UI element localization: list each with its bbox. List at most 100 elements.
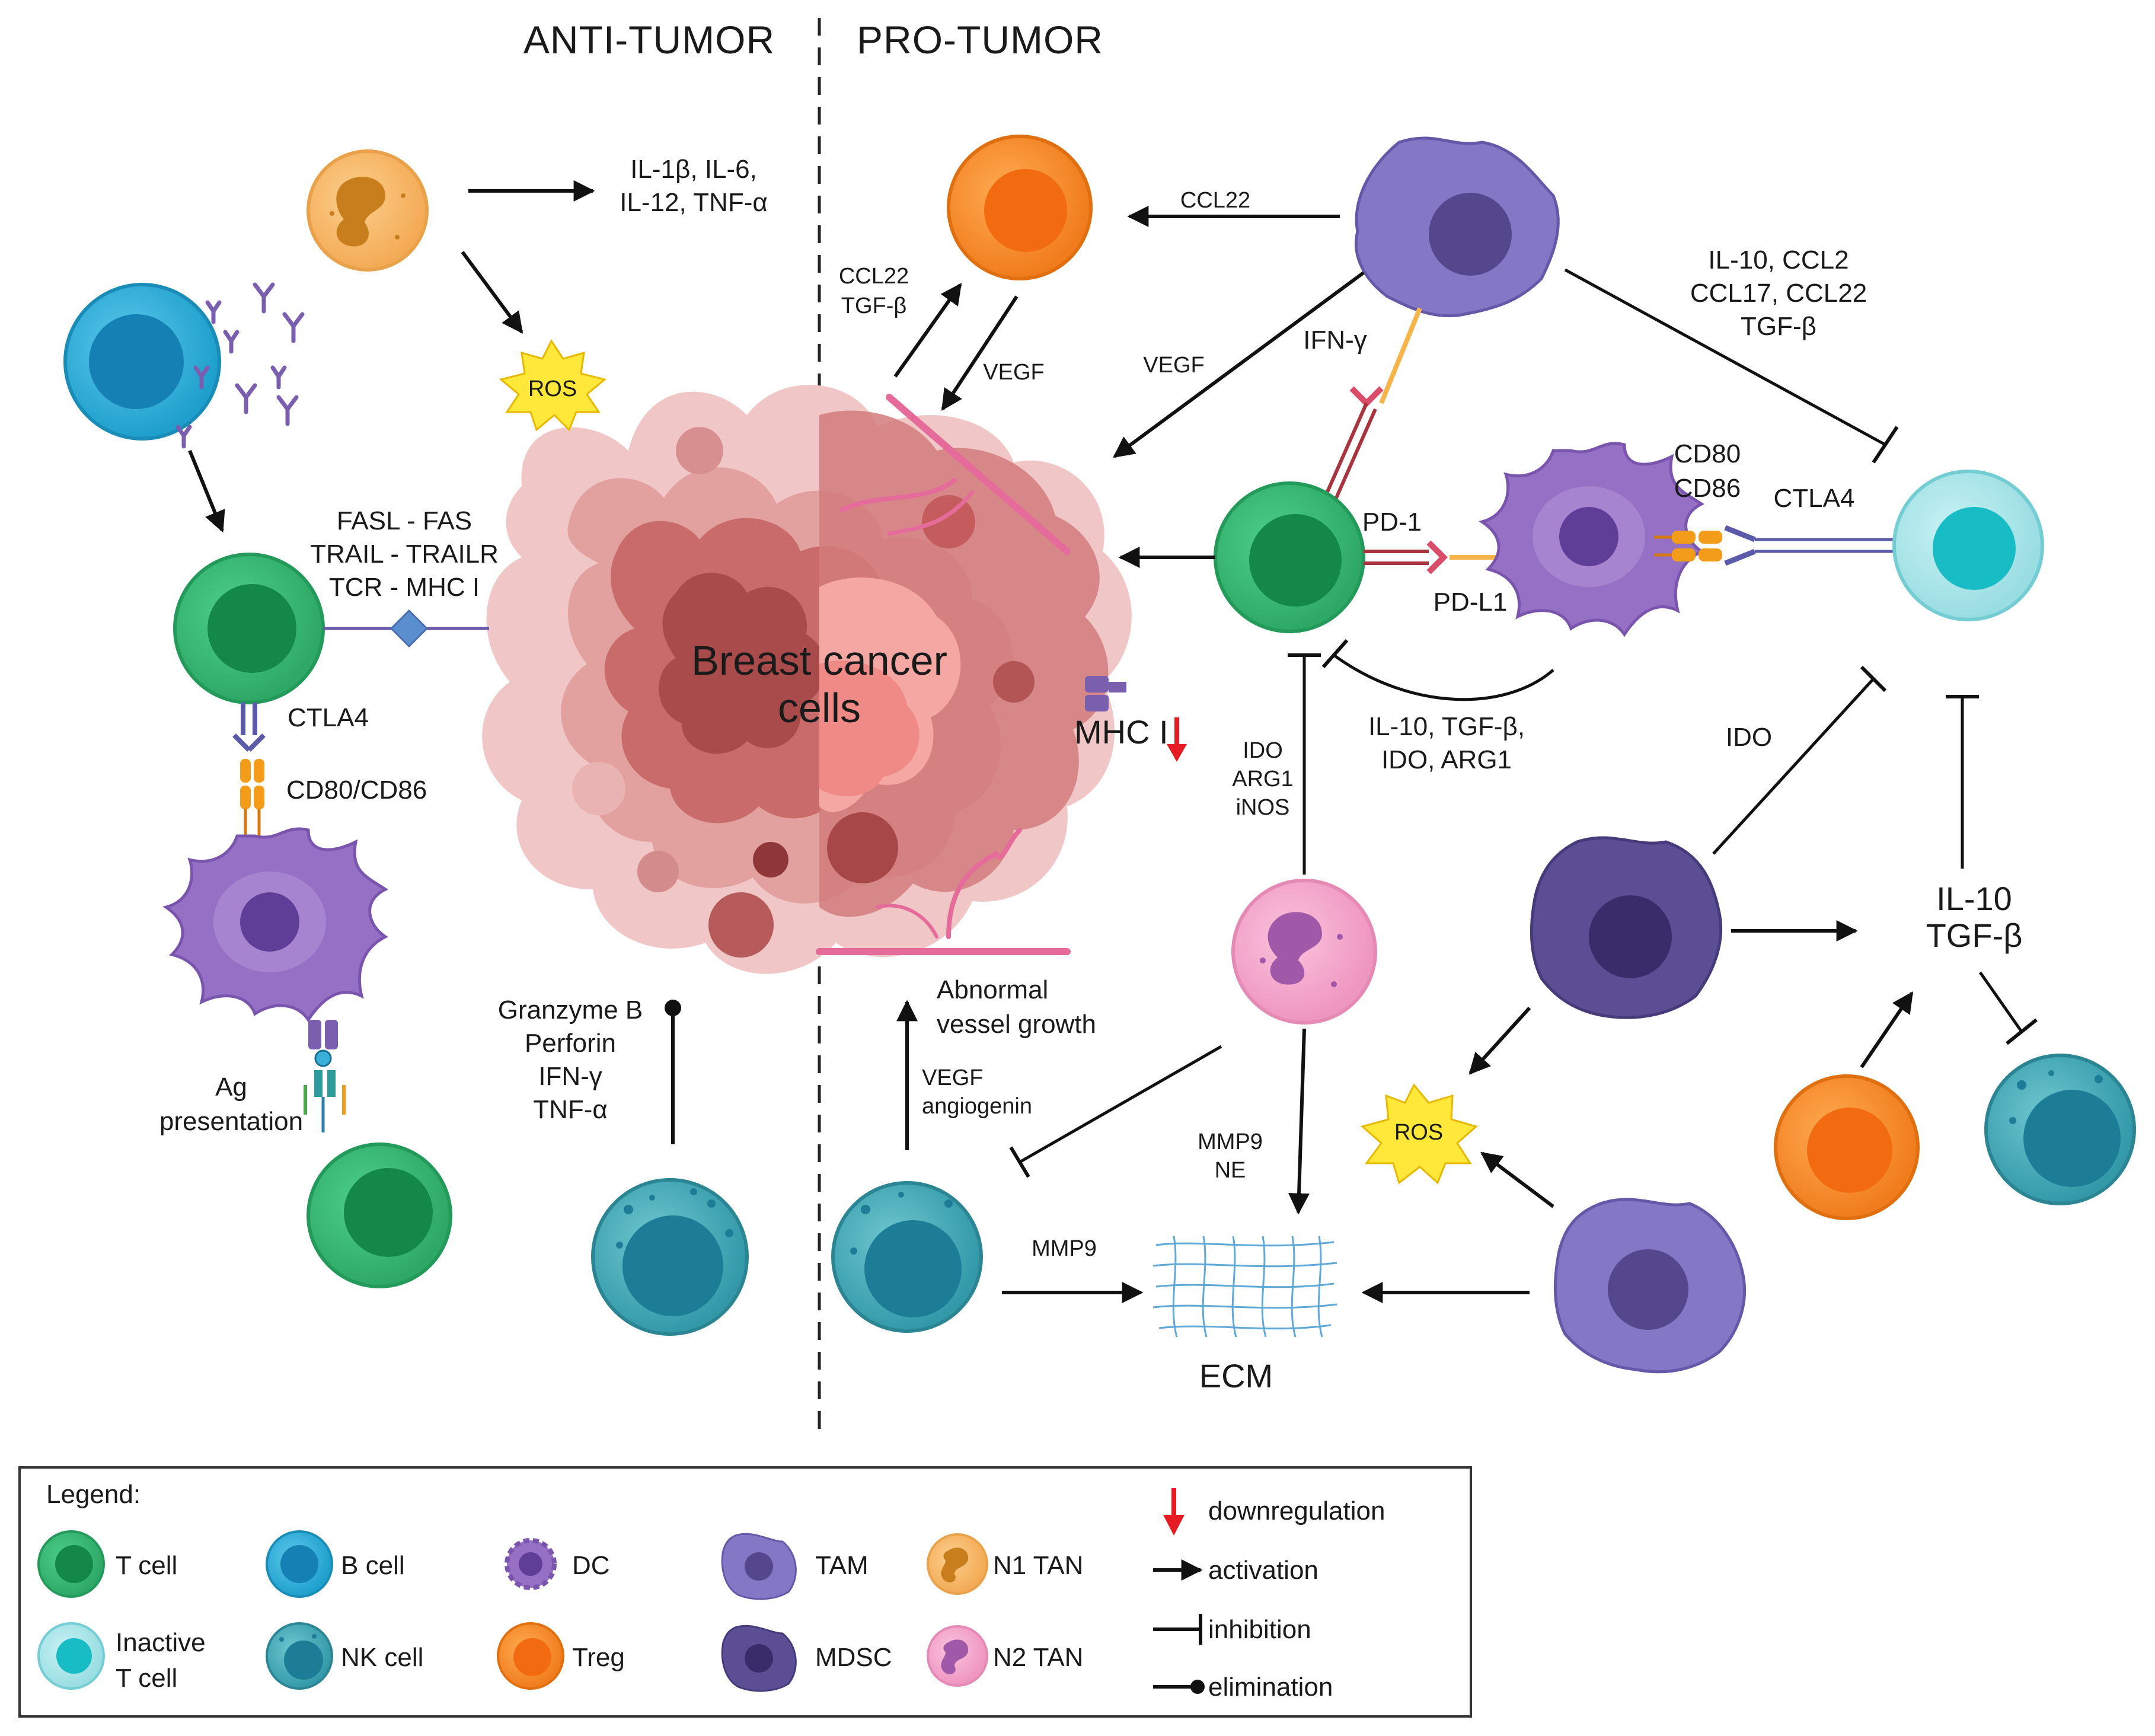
n2-tan-cell [1231, 879, 1377, 1025]
inhibit-il10-nk [1978, 971, 2038, 1045]
legend-inactive-line1: Inactive [116, 1628, 206, 1657]
abnormal-line2: vessel growth [937, 1010, 1096, 1039]
arrow-treg-vessel [941, 295, 1019, 411]
ifng-label: IFN-γ [1303, 326, 1367, 355]
legend-b-cell-icon [266, 1530, 333, 1598]
vegf-angiogenin-line2: angiogenin [922, 1094, 1032, 1119]
arrow-n2-ecm [1288, 1028, 1310, 1215]
arrow-treg-il10 [1860, 991, 1914, 1068]
mmp9-ne-line1: MMP9 [1198, 1129, 1263, 1154]
legend-activation-label: activation [1208, 1556, 1318, 1585]
arrow-bcell-tcell [188, 449, 225, 533]
tam-cell-top [1354, 136, 1560, 318]
cd80-label: CD80 [1674, 439, 1741, 468]
arrow-mdsc-ros [1468, 1006, 1531, 1075]
legend-n2-tan-icon [927, 1625, 988, 1687]
ctla4-receptor-right [1724, 525, 1903, 566]
trail-label: TRAIL - TRAILR [310, 540, 499, 569]
tumor-mass [482, 385, 1132, 974]
ros-right-label: ROS [1394, 1120, 1443, 1145]
legend-treg-icon [497, 1622, 564, 1690]
nk-cell-left [591, 1178, 749, 1336]
legend-t-cell-label: T cell [116, 1551, 177, 1580]
abnormal-line1: Abnormal [937, 975, 1048, 1004]
inhibit-dc-tcell [1321, 639, 1554, 701]
legend-title: Legend: [46, 1480, 141, 1509]
legend-tam-label: TAM [815, 1551, 869, 1580]
n1-cytokines-line2: IL-12, TNF-α [620, 188, 768, 217]
pd1-label: PD-1 [1362, 508, 1422, 537]
pdl1-label: PD-L1 [1434, 588, 1508, 617]
legend-downregulation-icon [1163, 1488, 1185, 1536]
ctla4-left-label: CTLA4 [288, 703, 369, 732]
ecm-label: ECM [1199, 1357, 1273, 1394]
cd80-cd86-left-icon [240, 759, 264, 836]
pro-tumor-header: PRO-TUMOR [857, 18, 1103, 62]
inhibit-mdsc-inactive-t [1712, 665, 1887, 855]
inhibit-n2-nk [1009, 1045, 1222, 1178]
elimination-line-nk [665, 1000, 681, 1144]
legend-inactive-t-icon [37, 1622, 105, 1690]
ros-burst-icon [499, 339, 607, 432]
mmp9-label: MMP9 [1032, 1236, 1097, 1261]
nk-label-granzyme: Granzyme B [498, 995, 643, 1025]
arrow-tumor-treg [893, 283, 962, 378]
il10-label: IL-10 [1936, 880, 2012, 917]
legend-n1-tan-icon [927, 1533, 988, 1595]
n1-cytokines-line1: IL-1β, IL-6, [630, 155, 757, 184]
tumor-label-line1: Breast cancer [691, 637, 947, 684]
t-cell-right [1214, 481, 1365, 633]
inactive-t-cell [1892, 470, 2044, 621]
mhc-tcr-complex-icon [304, 1020, 346, 1132]
legend-inhibition-icon [1153, 1614, 1202, 1645]
legend-treg-label: Treg [572, 1643, 625, 1672]
legend-inactive-line2: T cell [116, 1664, 177, 1693]
arrow-n1-ros [461, 251, 523, 334]
ifng-receptor-icon [1320, 386, 1384, 511]
legend-downregulation-label: downregulation [1208, 1496, 1385, 1526]
ccl22-top-label: CCL22 [1180, 188, 1250, 213]
legend-b-cell-label: B cell [341, 1551, 405, 1580]
treg-cell-top [947, 135, 1093, 280]
mdsc-cell [1530, 836, 1723, 1019]
ag-label-line2: presentation [159, 1107, 303, 1136]
legend-dc-icon [505, 1538, 557, 1590]
n1-tan-cell [307, 149, 429, 272]
ecm-mesh-icon [1152, 1236, 1337, 1338]
arrow-tam-tumor-vegf [1113, 271, 1365, 458]
tgfb-label: TGF-β [1926, 917, 2023, 954]
t-cell-bottom-left [307, 1143, 452, 1288]
cd80-cd86-left-label: CD80/CD86 [286, 776, 427, 805]
ctla4-right-label: CTLA4 [1774, 484, 1855, 513]
ctla4-receptor-left [232, 703, 266, 752]
dendritic-cell-left [162, 827, 388, 1023]
vegf-treg-label: VEGF [983, 360, 1044, 385]
arrow-tam-ros [1480, 1151, 1554, 1208]
dc-inhib-line1: IL-10, TGF-β, [1368, 712, 1525, 741]
abnormal-vessels [816, 394, 1071, 955]
ccl22-tgf-line1: CCL22 [839, 264, 909, 289]
inhibit-il10-inactive-t [1946, 695, 1979, 869]
nk-label-tnfa: TNF-α [533, 1095, 608, 1124]
mhc-i-receptor [1085, 676, 1126, 711]
nk-label-ifng: IFN-γ [538, 1062, 602, 1091]
nk-cell-right [1984, 1054, 2136, 1205]
cd86-label: CD86 [1674, 474, 1741, 503]
legend-t-cell-icon [37, 1530, 105, 1598]
dendritic-cell-right [1478, 442, 1704, 637]
ccl22-tgf-line2: TGF-β [841, 293, 907, 318]
downregulation-arrow-icon [1167, 717, 1187, 762]
legend-mdsc-icon [721, 1625, 797, 1692]
tam-cytokine-line1: IL-10, CCL2 [1708, 245, 1848, 275]
legend-elimination-icon [1153, 1680, 1205, 1694]
tam-cell-bottom [1553, 1198, 1747, 1374]
nk-label-perforin: Perforin [525, 1029, 616, 1058]
ag-label-line1: Ag [215, 1073, 247, 1102]
tcr-mhc-label: TCR - MHC I [329, 573, 480, 602]
dc-inhib-line2: IDO, ARG1 [1381, 745, 1512, 774]
n2-inos-label: iNOS [1236, 795, 1290, 820]
cd80-cd86-right-icon [1654, 531, 1722, 561]
mmp9-ne-line2: NE [1215, 1158, 1246, 1183]
ros-label: ROS [528, 376, 577, 401]
